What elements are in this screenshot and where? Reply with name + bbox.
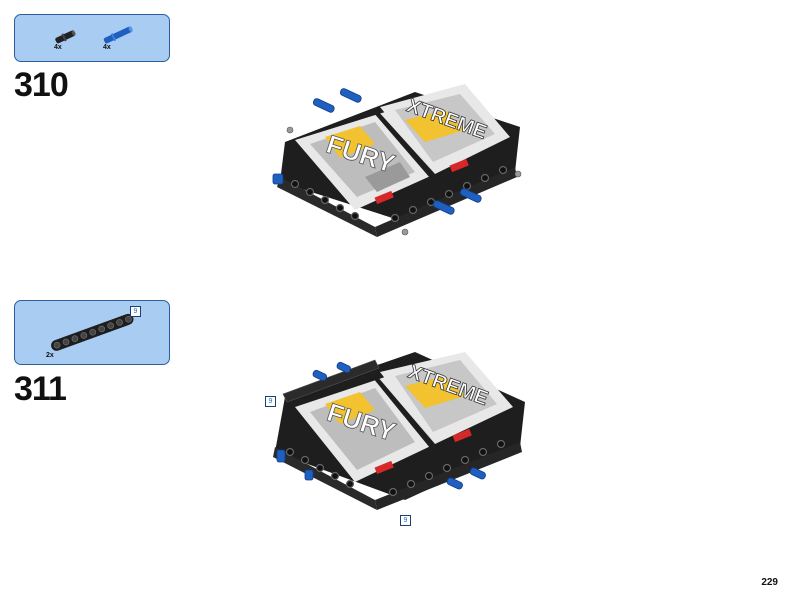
assembly-illustration-step-310: FURY XTREME <box>272 84 522 237</box>
step-number: 311 <box>14 370 67 408</box>
black-liftarm-9-icon <box>51 313 134 351</box>
black-friction-pin-icon <box>55 30 76 44</box>
length-callout: 9 <box>130 306 141 317</box>
assembly-illustration-step-311: FURY XTREME <box>273 352 525 510</box>
part-qty: 4x <box>54 44 62 51</box>
parts-list-step-311: 2x 9 <box>14 300 170 365</box>
page-number: 229 <box>761 577 778 588</box>
parts-list-step-310: 4x 4x <box>14 14 170 62</box>
part-qty: 2x <box>46 352 54 359</box>
length-callout-top-left: 9 <box>265 396 276 407</box>
length-callout-bottom: 9 <box>400 515 411 526</box>
part-qty: 4x <box>103 44 111 51</box>
blue-long-axle-pin-icon <box>103 26 133 44</box>
step-number: 310 <box>14 66 69 104</box>
